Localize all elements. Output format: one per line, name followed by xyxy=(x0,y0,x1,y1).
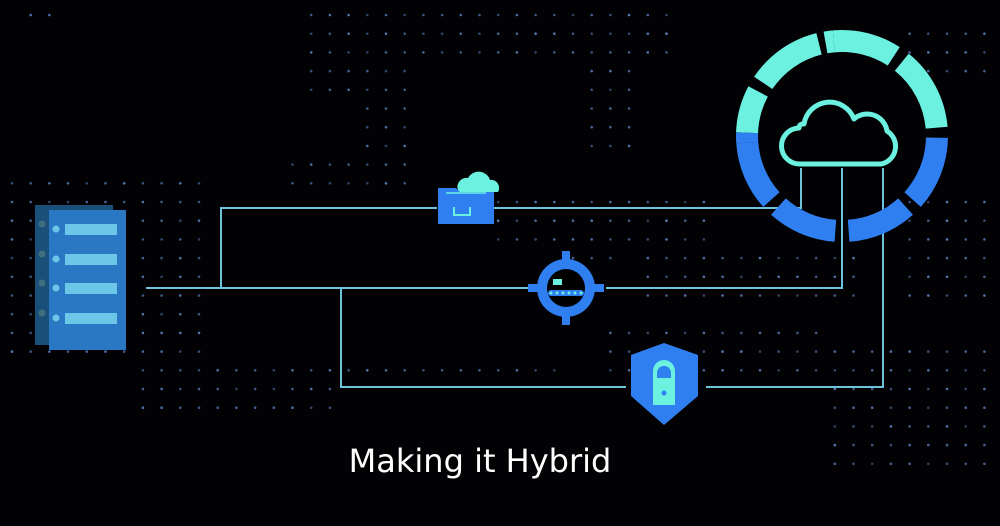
ring-segment xyxy=(736,86,768,133)
ring-segment xyxy=(895,54,948,129)
connection-lines xyxy=(146,168,883,387)
ring-segment xyxy=(904,137,948,206)
dot-grid-background xyxy=(11,14,986,465)
ring-segment xyxy=(848,198,913,241)
ring-segment xyxy=(771,198,836,241)
folder-cloud-icon[interactable] xyxy=(438,172,499,224)
line-shield-to-cloud xyxy=(706,168,883,387)
ring-segment xyxy=(736,142,779,207)
caption: Making it Hybrid xyxy=(349,442,612,480)
ring-segment xyxy=(833,30,900,66)
conveyor-target-icon[interactable] xyxy=(528,251,604,325)
server-stack-icon[interactable] xyxy=(35,205,126,350)
shield-lock-icon[interactable] xyxy=(631,343,698,425)
line-to-folder xyxy=(221,208,437,288)
cloud-icon xyxy=(781,102,895,164)
ring-segment xyxy=(754,33,822,89)
ring-segment xyxy=(736,132,758,143)
ring-segment xyxy=(824,30,835,53)
